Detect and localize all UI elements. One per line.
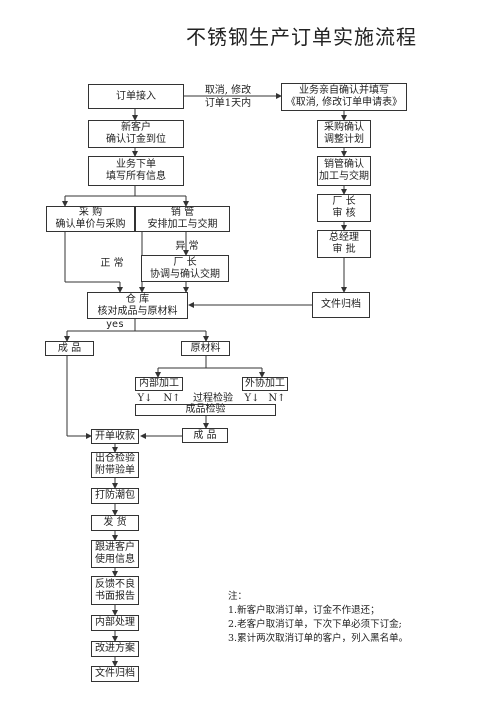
file-archive-bottom-label: 文件归档 [95,668,135,679]
page-title: 不锈钢生产订单实施流程图 [186,25,416,49]
new-customer-line1: 新客户 [121,122,151,133]
n-arrow-label-2: N↑ [268,393,286,404]
notes-heading: 注： [228,591,248,602]
finished-right-label: 成 品 [193,429,217,441]
sales-mgmt-line2: 安排加工与交期 [147,219,218,230]
outbound-check-box: 出仓检验 附带验单 [91,452,139,478]
sales-mgmt-box: 销 管 安排加工与交期 [135,206,230,232]
gm-approve-line1: 总经理 [329,232,359,243]
internal-handle-box: 内部处理 [91,615,139,631]
purchase-line1: 采 购 [78,207,103,218]
yes-label: yes [105,319,125,330]
file-archive-bottom-box: 文件归档 [91,666,139,682]
abnormal-label: 异 常 [175,241,199,252]
finished-right-box: 成 品 [182,428,228,443]
warehouse-line2: 核对成品与原材料 [97,305,178,317]
sales-mgmt-line1: 销 管 [170,207,195,218]
purchase-box: 采 购 确认单价与采购 [46,206,135,232]
factory-director-line2: 协调与确认交期 [150,268,220,280]
follow-customer-line2: 使用信息 [95,554,135,565]
new-customer-box: 新客户 确认订金到位 [88,120,184,148]
factory-director-coord-box: 厂 长 协调与确认交期 [141,255,229,282]
feedback-line2: 书面报告 [95,590,135,602]
warehouse-line1: 仓 库 [125,293,150,305]
factory-review-line2: 审 核 [332,208,356,219]
outbound-check-line2: 附带验单 [95,465,135,476]
n-arrow-label-1: N↑ [163,393,181,404]
business-order-line1: 业务下单 [116,159,156,170]
warehouse-box: 仓 库 核对成品与原材料 [87,292,188,319]
improvement-box: 改进方案 [91,641,139,657]
file-archive-right-box: 文件归档 [312,292,370,318]
internal-processing-box: 内部加工 [135,377,183,391]
packing-label: 打防潮包 [95,490,135,501]
shipping-box: 发 货 [91,515,139,531]
purchase-confirm-line2: 调整计划 [324,134,364,145]
cancel-modify-line2: 订单1天内 [204,98,252,109]
feedback-box: 反馈不良 书面报告 [91,576,139,605]
confirm-customer-box: 业务亲自确认并填写 《取消, 修改订单申请表》 [281,83,407,111]
finished-left-label: 成 品 [57,342,82,354]
y-arrow-label-1: Y↓ [137,393,153,404]
raw-material-box: 原材料 [181,341,230,356]
y-arrow-label-2: Y↓ [244,393,260,404]
process-check-label: 过程检验 [193,393,233,404]
finished-inspection-box: 成品检验 [135,404,276,416]
notes-block: 注： 1.新客户取消订单，订金不作退还； 2.老客户取消订单，下次下单必须下订金… [228,590,408,646]
packing-box: 打防潮包 [91,488,139,504]
follow-customer-box: 跟进客户 使用信息 [91,540,139,568]
sales-confirm-line1: 销管确认 [324,159,364,170]
factory-review-line1: 厂 长 [332,196,356,207]
internal-handle-label: 内部处理 [95,617,135,628]
feedback-line1: 反馈不良 [95,578,135,590]
outsourced-processing-box: 外协加工 [242,377,288,391]
business-order-line2: 填写所有信息 [106,171,166,182]
note-item-1: 1.新客户取消订单，订金不作退还； [228,605,380,616]
billing-label: 开单收款 [95,430,135,442]
factory-review-box: 厂 长 审 核 [317,194,371,222]
finished-inspection-label: 成品检验 [185,404,226,415]
note-item-3: 3.累计两次取消订单的客户，列入黑名单。 [228,633,409,644]
shipping-label: 发 货 [103,517,127,528]
outsourced-processing-label: 外协加工 [245,378,285,389]
business-order-box: 业务下单 填写所有信息 [88,156,184,186]
purchase-line2: 确认单价与采购 [55,219,126,230]
gm-approve-box: 总经理 审 批 [317,230,371,258]
raw-material-label: 原材料 [190,342,221,354]
note-item-2: 2.老客户取消订单，下次下单必须下订金; [228,619,402,630]
purchase-confirm-line1: 采购确认 [324,122,364,133]
sales-confirm-box: 销管确认 加工与交期 [317,156,371,186]
order-receive-label: 订单接入 [116,90,156,102]
gm-approve-line2: 审 批 [332,244,356,255]
improvement-label: 改进方案 [95,643,135,654]
new-customer-line2: 确认订金到位 [106,134,166,145]
confirm-customer-line1: 业务亲自确认并填写 [299,85,389,96]
finished-left-box: 成 品 [45,341,94,356]
factory-director-line1: 厂 长 [173,256,197,268]
purchase-confirm-box: 采购确认 调整计划 [317,120,371,148]
internal-processing-label: 内部加工 [139,378,179,389]
outbound-check-line1: 出仓检验 [95,453,135,464]
sales-confirm-line2: 加工与交期 [319,171,369,182]
cancel-modify-line1: 取消, 修改 [204,85,252,96]
order-receive-box: 订单接入 [88,84,184,109]
file-archive-right-label: 文件归档 [321,299,361,310]
follow-customer-line1: 跟进客户 [95,542,135,553]
normal-label: 正 常 [100,258,124,269]
confirm-customer-line2: 《取消, 修改订单申请表》 [285,97,403,108]
billing-box: 开单收款 [91,429,139,444]
